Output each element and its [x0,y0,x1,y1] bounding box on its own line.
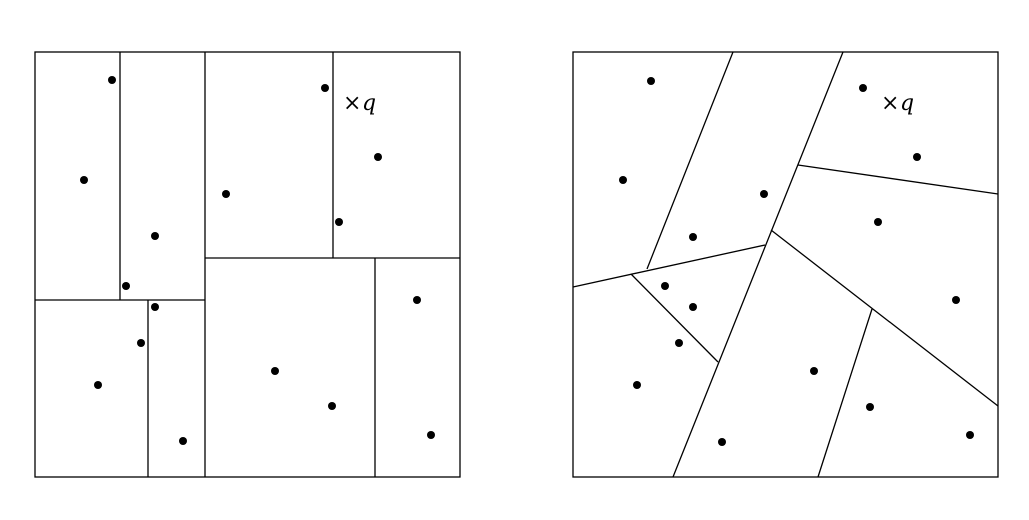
data-point [952,296,960,304]
bsp-query: × q [881,91,914,116]
data-point [913,153,921,161]
kd-bounding-box [34,51,461,478]
query-marker: × [881,91,899,116]
data-point [108,76,116,84]
data-point [689,233,697,241]
data-point [718,438,726,446]
data-point [151,303,159,311]
bsp-split-line [817,308,873,478]
data-point [271,367,279,375]
data-point [122,282,130,290]
data-point [427,431,435,439]
bsp-split-line [572,244,766,288]
data-point [689,303,697,311]
data-point [633,381,641,389]
bsp-split-line [630,273,719,363]
data-point [328,402,336,410]
data-point [866,403,874,411]
data-point [179,437,187,445]
data-point [321,84,329,92]
query-marker: × [343,91,361,116]
bsp-split-line [672,51,844,478]
data-point [874,218,882,226]
data-point [80,176,88,184]
data-point [619,176,627,184]
bsp-split-line [646,51,734,270]
data-point [760,190,768,198]
data-point [675,339,683,347]
data-point [151,232,159,240]
query-label: q [900,91,914,116]
bsp-tree-partition [572,51,999,478]
data-point [222,190,230,198]
data-point [810,367,818,375]
data-point [859,84,867,92]
data-point [137,339,145,347]
data-point [413,296,421,304]
kd-points [80,76,435,445]
data-point [374,153,382,161]
bsp-points [619,77,974,446]
data-point [94,381,102,389]
bsp-split-line [797,164,999,195]
data-point [647,77,655,85]
data-point [661,282,669,290]
bsp-bounding-box [572,51,999,478]
data-point [966,431,974,439]
kd-tree-partition [34,51,461,478]
kd-query: × q [343,91,376,116]
query-label: q [362,91,376,116]
data-point [335,218,343,226]
bsp-split-line [770,229,999,407]
